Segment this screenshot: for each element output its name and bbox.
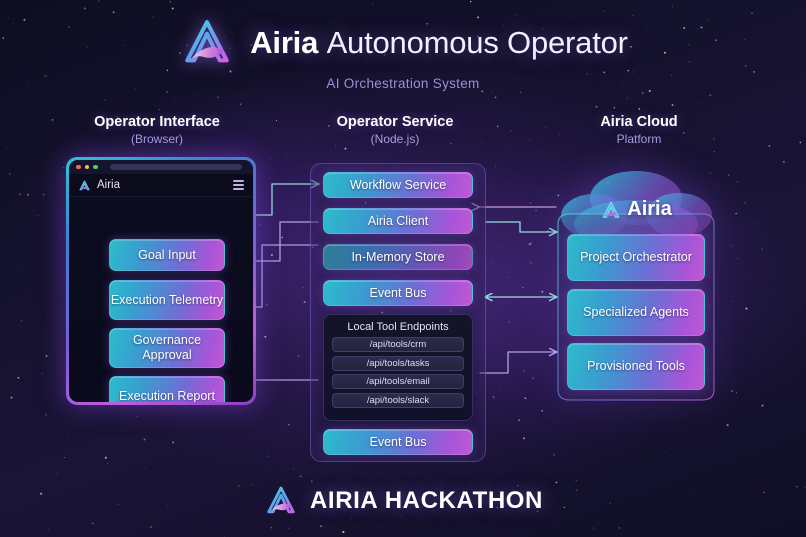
column-heading-middle: Operator Service (Node.js) [275,114,515,146]
service-item-in-memory-store[interactable]: In-Memory Store [323,244,473,270]
operator-service-panel: Workflow Service Airia Client In-Memory … [310,163,486,462]
maximize-dot-green[interactable] [93,164,98,170]
endpoint-crm[interactable]: /api/tools/crm [332,337,464,352]
airia-logo-icon [185,20,229,63]
app-bar-brand: Airia [78,179,120,192]
service-item-workflow-service[interactable]: Workflow Service [323,172,473,198]
item-label: Governance Approval [132,333,202,362]
title-brand: Airia [250,25,319,60]
endpoint-tasks[interactable]: /api/tools/tasks [332,355,464,371]
column-subtitle: (Browser) [130,132,183,146]
interface-item-execution-report[interactable]: Execution Report [109,376,225,402]
browser-content: Goal Input Execution Telemetry Governanc… [69,197,253,402]
page-subtitle: AI Orchestration System [326,76,480,91]
app-bar: Airia [69,174,253,197]
page-title: Airia Autonomous Operator [250,25,628,61]
item-label: Specialized Agents [583,305,689,320]
cloud-item-provisioned-tools[interactable]: Provisioned Tools [567,343,705,390]
column-heading-right: Airia Cloud Platform [519,114,759,146]
column-subtitle: Platform [616,132,662,146]
item-label: Airia Client [367,213,429,228]
operator-interface-browser: Airia Goal Input Execution Telemetry Gov… [66,157,256,405]
airia-cloud-panel: Airia Project Orchestrator Specialized A… [548,168,724,405]
page-footer: AIRIA HACKATHON [0,483,806,519]
item-label: Workflow Service [349,177,447,192]
item-label: Event Bus [369,285,427,300]
endpoint-label: /api/tools/crm [369,339,427,350]
airia-logo-icon [602,201,620,218]
interface-item-execution-telemetry[interactable]: Execution Telemetry [109,280,225,320]
column-subtitle: (Node.js) [370,132,420,146]
item-label: Project Orchestrator [580,250,692,265]
browser-inner: Airia Goal Input Execution Telemetry Gov… [69,160,253,402]
endpoint-label: /api/tools/tasks [366,357,430,369]
header-row: Airia Autonomous Operator [178,14,628,72]
endpoint-label: /api/tools/slack [366,394,430,406]
endpoint-label: /api/tools/email [366,376,430,387]
cloud-brand-label: Airia [627,198,672,220]
footer-label: AIRIA HACKATHON [310,487,543,514]
interface-item-governance-approval[interactable]: Governance Approval [109,328,225,368]
minimize-dot-yellow[interactable] [84,164,89,170]
browser-chrome [69,160,253,174]
column-title: Airia Cloud [600,114,678,130]
page-header: Airia Autonomous Operator AI Orchestrati… [0,14,806,91]
cloud-item-specialized-agents[interactable]: Specialized Agents [567,289,705,336]
hamburger-menu-icon[interactable] [233,180,244,190]
local-tool-endpoints-group: Local Tool Endpoints /api/tools/crm /api… [323,314,473,421]
item-label: Execution Telemetry [110,292,224,307]
service-item-airia-client[interactable]: Airia Client [323,208,473,234]
endpoints-title: Local Tool Endpoints [347,321,449,333]
airia-logo-icon [267,486,295,514]
column-heading-left: Operator Interface (Browser) [37,114,277,146]
cloud-item-project-orchestrator[interactable]: Project Orchestrator [567,234,705,281]
service-item-event-bus[interactable]: Event Bus [323,280,473,306]
endpoint-slack[interactable]: /api/tools/slack [332,392,464,408]
column-title: Operator Service [336,114,454,130]
interface-item-goal-input[interactable]: Goal Input [109,239,225,271]
item-label: Provisioned Tools [587,359,685,374]
airia-logo-icon [79,179,90,190]
column-title: Operator Interface [94,114,220,130]
item-label: Event Bus [369,434,427,449]
title-rest: Autonomous Operator [326,25,628,60]
item-label: Goal Input [138,247,196,262]
item-label: In-Memory Store [351,249,445,264]
app-bar-title: Airia [97,179,121,191]
item-label: Execution Report [119,388,215,402]
url-bar[interactable] [109,164,242,170]
endpoint-email[interactable]: /api/tools/email [332,374,464,389]
service-item-event-bus-bottom[interactable]: Event Bus [323,429,473,455]
cloud-brand: Airia [548,198,724,221]
close-dot-red[interactable] [76,164,81,170]
